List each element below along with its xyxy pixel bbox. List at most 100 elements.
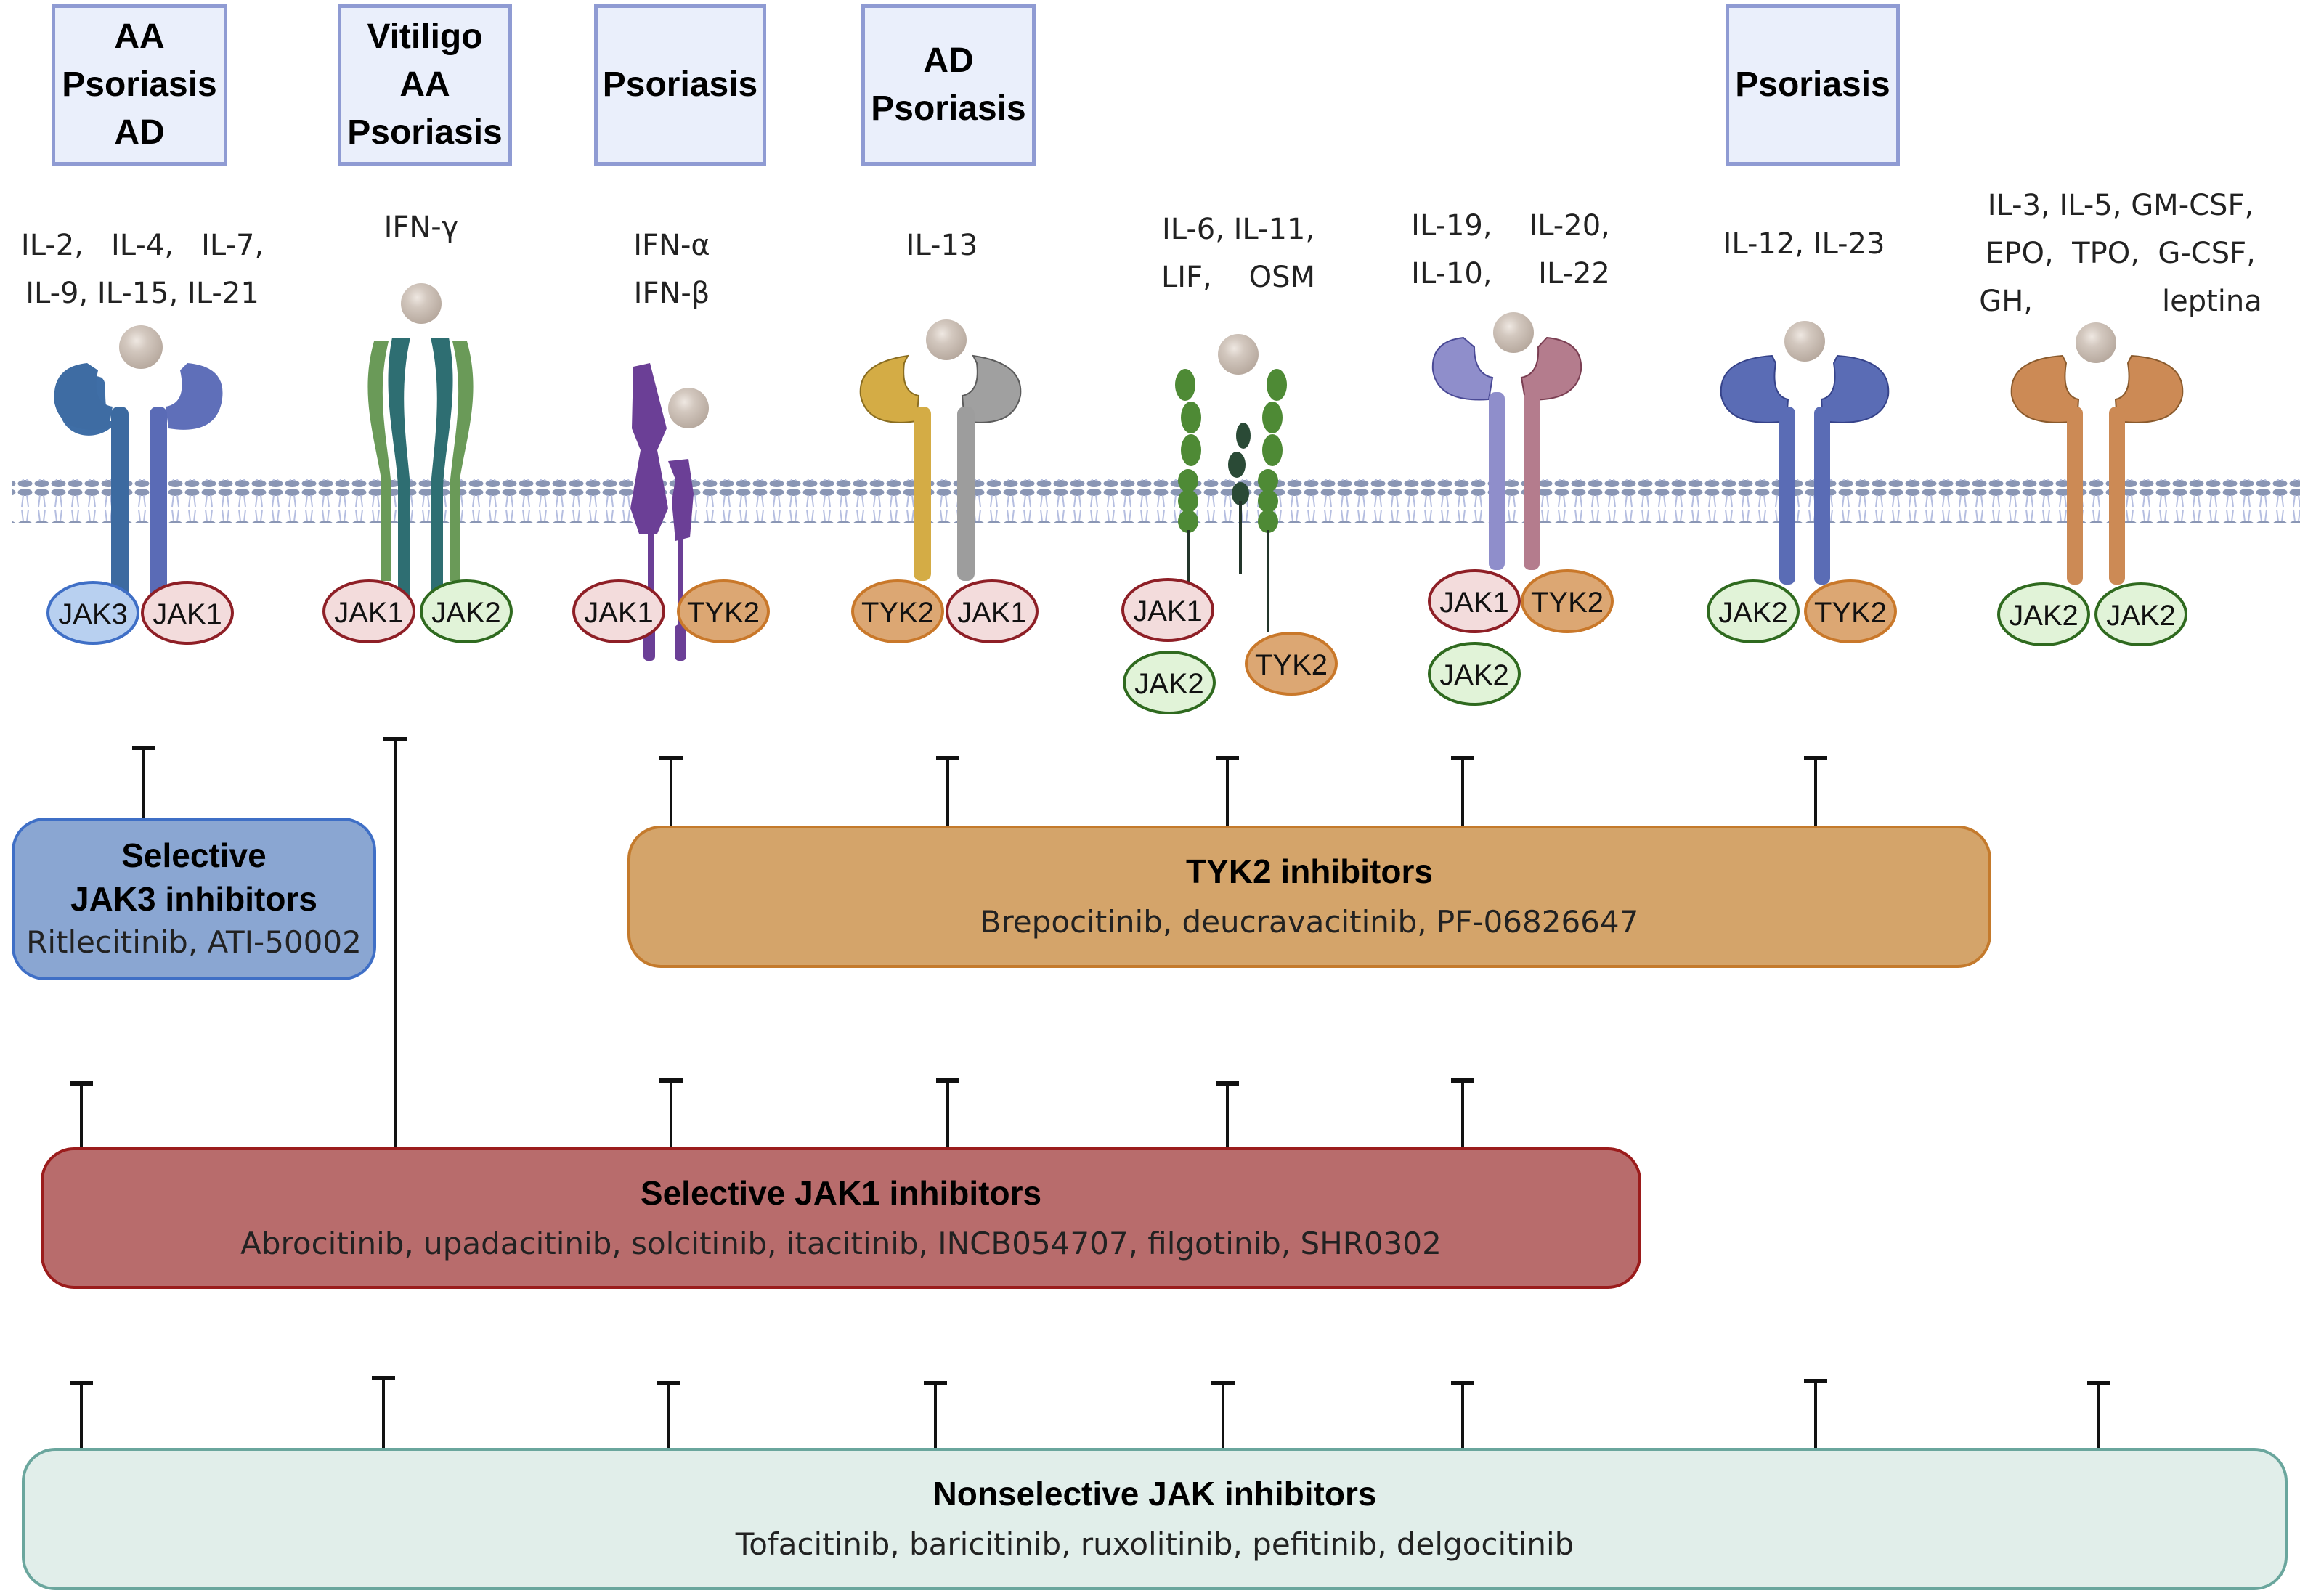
jak-label: JAK2 [1134, 668, 1204, 700]
disease-box-2: Vitiligo AA Psoriasis [338, 4, 512, 166]
disease-label: Psoriasis [602, 65, 758, 104]
jak-label: JAK2 [431, 597, 501, 629]
jak3-inhibitors-box: Selective JAK3 inhibitors Ritlecitinib, … [12, 818, 376, 980]
ligand-ball [926, 319, 967, 360]
tyk2-inhibitors-drugs: Brepocitinib, deucravacitinib, PF-068266… [980, 904, 1639, 940]
ligand-ball [119, 325, 163, 369]
receptor-il13 [859, 319, 1022, 581]
jak-jak1: JAK1 [1121, 578, 1214, 642]
jak-jak2: JAK2 [1428, 642, 1521, 706]
jak-jak1: JAK1 [322, 579, 415, 643]
disease-label: AA [399, 65, 450, 104]
receptor-gp130 [1175, 334, 1287, 632]
jak-label: JAK2 [2009, 600, 2078, 632]
disease-label: AD [114, 113, 165, 152]
inhibition-bar [1804, 756, 1827, 826]
receptor-il12-il23 [1720, 321, 1890, 585]
jak-jak2: JAK2 [1123, 651, 1216, 714]
jak-label: TYK2 [1814, 597, 1887, 629]
jak-jak1: JAK1 [1428, 569, 1521, 633]
inhibition-bar [1451, 1381, 1474, 1448]
inhibition-bar [924, 1381, 947, 1448]
disease-label: Psoriasis [871, 89, 1026, 128]
jak-jak1: JAK1 [572, 579, 665, 643]
disease-box-3: Psoriasis [594, 4, 766, 166]
inhibition-bar [2087, 1381, 2110, 1448]
disease-box-4: AD Psoriasis [861, 4, 1036, 166]
ligand-ball [668, 388, 709, 428]
jak-tyk2: TYK2 [1245, 632, 1338, 696]
jak-jak2: JAK2 [1707, 579, 1800, 643]
disease-label: Psoriasis [1735, 65, 1890, 104]
disease-label: AD [923, 41, 974, 80]
ligand-ball [1218, 334, 1259, 375]
receptor-common-gamma [54, 325, 223, 610]
inhibition-bar [1451, 1078, 1474, 1147]
jak3-inhibitors-drugs: Ritlecitinib, ATI-50002 [26, 924, 362, 960]
tyk2-inhibitors-title: TYK2 inhibitors [1186, 852, 1433, 890]
nonselective-inhibitors-drugs: Tofacitinib, baricitinib, ruxolitinib, p… [735, 1526, 1574, 1562]
jak-label: TYK2 [687, 597, 760, 629]
inhibition-bar [132, 746, 155, 818]
jak-jak1: JAK1 [141, 581, 234, 645]
ligand-ball [401, 283, 442, 324]
cytokine-label-4: IL-13 [906, 229, 978, 262]
ligand-ball [1493, 312, 1534, 353]
jak3-inhibitors-title-2: JAK3 inhibitors [70, 880, 317, 918]
inhibition-bar [1216, 756, 1239, 826]
jak-label: JAK3 [58, 598, 128, 630]
nonselective-inhibitors-title: Nonselective JAK inhibitors [932, 1475, 1377, 1512]
jak-label: JAK1 [153, 598, 222, 630]
disease-box-5: Psoriasis [1726, 4, 1900, 166]
inhibition-bar [70, 1081, 93, 1147]
inhibition-bars [70, 737, 2110, 1448]
cytokine-label-3: IFN-α IFN-β [633, 229, 710, 310]
receptor-il10-family [1431, 312, 1582, 570]
jak-jak2: JAK2 [420, 579, 513, 643]
jak-jak1: JAK1 [946, 579, 1039, 643]
jak-tyk2: TYK2 [1521, 569, 1614, 633]
jak1-inhibitors-drugs: Abrocitinib, upadacitinib, solcitinib, i… [240, 1225, 1442, 1261]
ligand-ball [1784, 321, 1825, 362]
cell-membrane [12, 479, 2300, 523]
jak-label: JAK2 [2106, 600, 2176, 632]
cytokine-label-2: IFN-γ [383, 211, 459, 244]
jak-label: JAK2 [1718, 597, 1788, 629]
jak-label: JAK1 [334, 597, 404, 629]
jak-label: TYK2 [861, 597, 934, 629]
inhibition-bar [657, 1381, 680, 1448]
jak-label: TYK2 [1531, 587, 1604, 619]
cytokine-label-1: IL-2, IL-4, IL-7, IL-9, IL-15, IL-21 [20, 229, 264, 310]
disease-box-1: AA Psoriasis AD [52, 4, 227, 166]
jak-label: JAK1 [1439, 587, 1509, 619]
inhibition-bar [1211, 1381, 1235, 1448]
tyk2-inhibitors-box: TYK2 inhibitors Brepocitinib, deucravaci… [627, 826, 1991, 968]
jak-label: JAK1 [957, 597, 1027, 629]
jak-tyk2: TYK2 [1804, 579, 1897, 643]
inhibition-bar [936, 756, 959, 826]
inhibition-bar [383, 737, 407, 1147]
inhibition-bar [659, 1078, 683, 1147]
jak-jak3: JAK3 [46, 581, 139, 645]
inhibition-bar [70, 1381, 93, 1448]
inhibition-bar [372, 1376, 395, 1448]
jak-jak2: JAK2 [2094, 582, 2187, 646]
disease-label: Vitiligo [367, 17, 483, 56]
cytokine-label-7: IL-12, IL-23 [1723, 227, 1885, 261]
jak-label: JAK2 [1439, 659, 1509, 691]
ligand-ball [2076, 322, 2116, 363]
receptor-hematopoietic [2010, 322, 2184, 585]
jak-label: TYK2 [1255, 649, 1328, 681]
inhibition-bar [1216, 1081, 1239, 1147]
disease-label: Psoriasis [62, 65, 217, 104]
jak1-inhibitors-title: Selective JAK1 inhibitors [640, 1173, 1042, 1212]
receptor-ifn-gamma [367, 283, 474, 603]
cytokine-label-6: IL-19, IL-20, IL-10, IL-22 [1411, 209, 1610, 290]
jak1-inhibitors-box: Selective JAK1 inhibitors Abrocitinib, u… [41, 1147, 1641, 1289]
inhibition-bar [659, 756, 683, 826]
jak3-inhibitors-title: Selective [121, 836, 267, 874]
nonselective-inhibitors-box: Nonselective JAK inhibitors Tofacitinib,… [22, 1448, 2288, 1590]
disease-label: Psoriasis [347, 113, 503, 152]
